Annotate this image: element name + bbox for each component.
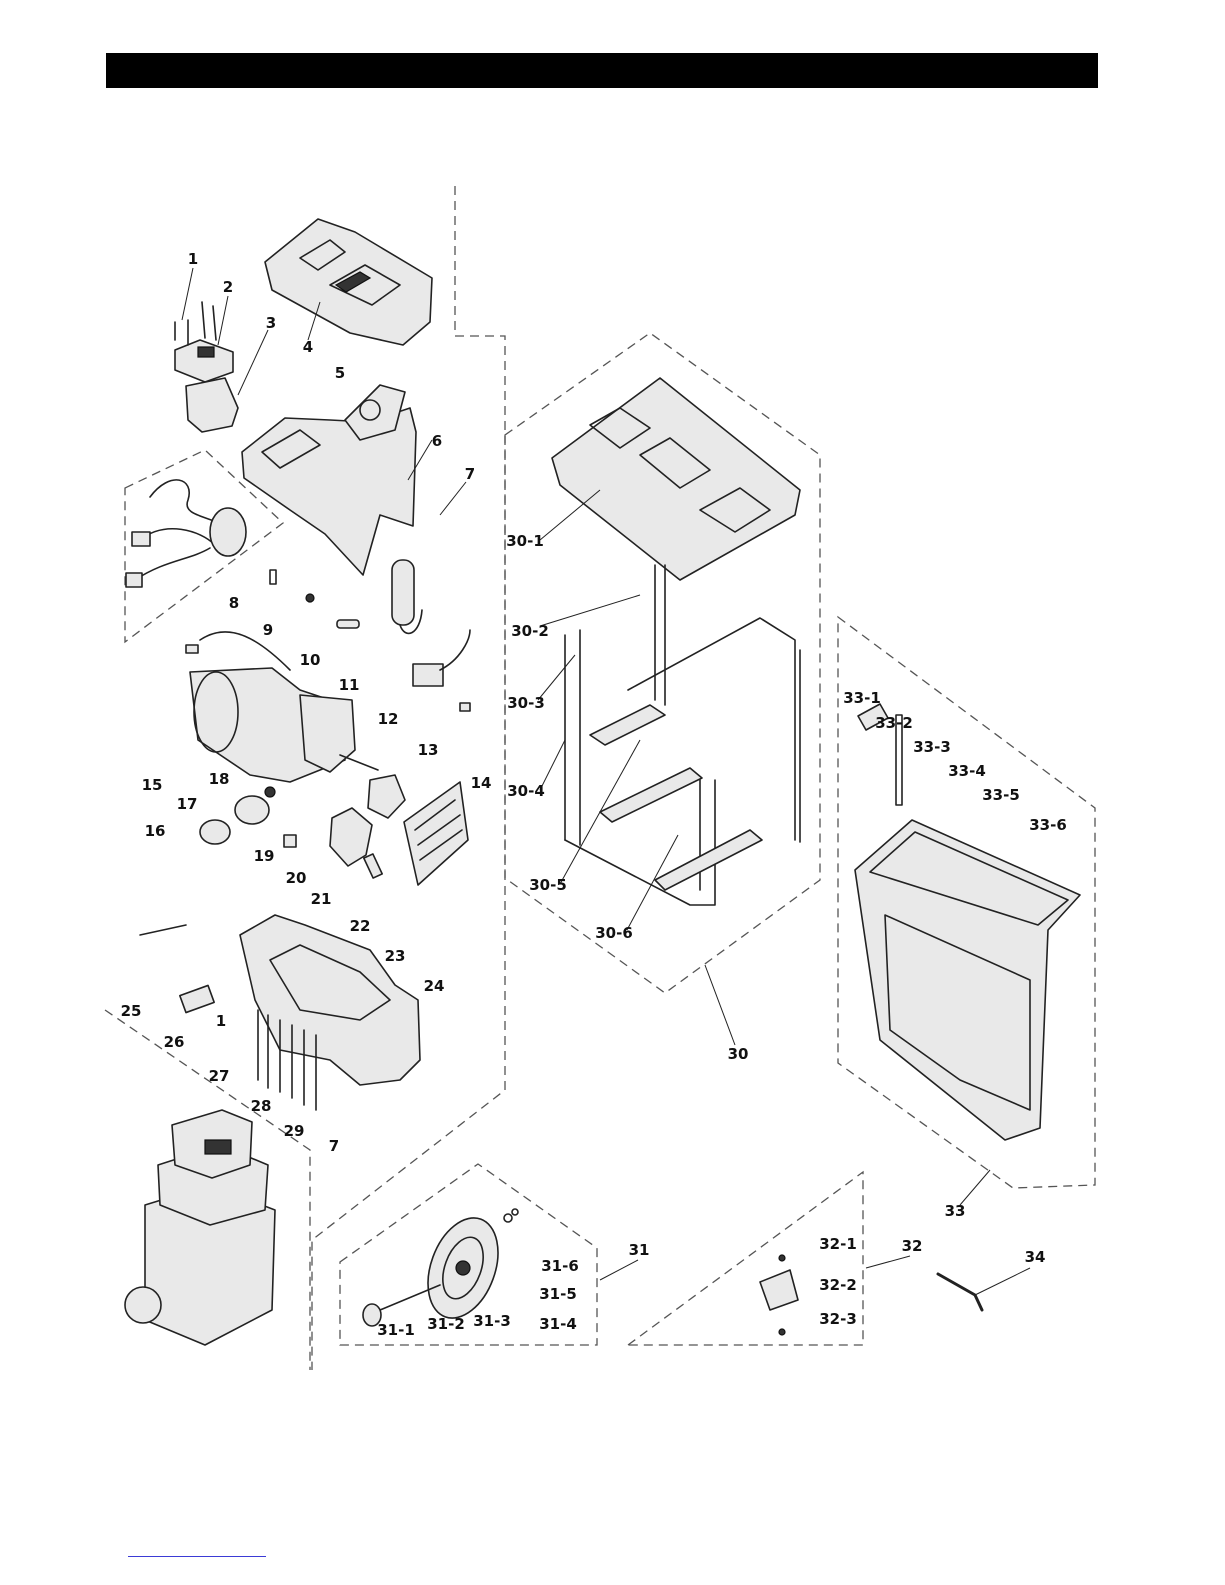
part-lower-housing <box>140 915 420 1110</box>
callout-label: 7 <box>465 465 475 483</box>
part-frame-stand <box>552 378 800 905</box>
footer-rule <box>128 1556 266 1557</box>
callout-label: 33-3 <box>913 738 951 756</box>
callout-label: 15 <box>142 776 163 794</box>
callout-label: 33-4 <box>948 762 986 780</box>
callout-label: 33 <box>945 1202 966 1220</box>
callout-label: 1 <box>188 250 198 268</box>
part-cutter-assembly <box>200 775 405 878</box>
callout-label: 13 <box>418 741 439 759</box>
callout-label: 23 <box>385 947 406 965</box>
part-grille-plate <box>404 782 468 885</box>
callout-label: 12 <box>378 710 399 728</box>
callout-label: 24 <box>424 977 445 995</box>
callout-label: 3 <box>266 314 276 332</box>
callout-label: 30-4 <box>507 782 545 800</box>
callout-label: 31 <box>629 1241 650 1259</box>
callout-label: 22 <box>350 917 371 935</box>
callout-label: 1 <box>216 1012 226 1030</box>
callout-label: 17 <box>177 795 198 813</box>
callout-label: 28 <box>251 1097 272 1115</box>
callout-label: 2 <box>223 278 233 296</box>
callout-label: 31-1 <box>377 1321 415 1339</box>
callout-label: 11 <box>339 676 360 694</box>
callout-label: 21 <box>311 890 332 908</box>
callout-label: 30-1 <box>506 532 544 550</box>
callout-label: 30-3 <box>507 694 545 712</box>
part-power-cable <box>126 480 246 587</box>
callout-label: 30-5 <box>529 876 567 894</box>
part-wheel-assembly <box>363 1208 518 1328</box>
callout-label: 30 <box>728 1045 749 1063</box>
callout-label: 32-2 <box>819 1276 857 1294</box>
callout-label: 33-1 <box>843 689 881 707</box>
callout-label: 7 <box>329 1137 339 1155</box>
callout-label: 32 <box>902 1237 923 1255</box>
callout-label: 8 <box>229 594 239 612</box>
part-top-cover <box>265 219 432 345</box>
callout-label: 9 <box>263 621 273 639</box>
part-bracket <box>760 1255 798 1335</box>
callout-label: 34 <box>1025 1248 1046 1266</box>
assembled-shredder-illustration <box>125 1110 275 1345</box>
callout-label: 32-1 <box>819 1235 857 1253</box>
callout-label: 30-6 <box>595 924 633 942</box>
callout-label: 30-2 <box>511 622 549 640</box>
callout-label: 33-5 <box>982 786 1020 804</box>
part-hopper-housing <box>242 385 416 575</box>
callout-label: 31-3 <box>473 1312 511 1330</box>
callout-label: 25 <box>121 1002 142 1020</box>
callout-label: 31-6 <box>541 1257 579 1275</box>
callout-label: 33-6 <box>1029 816 1067 834</box>
part-motor <box>186 632 378 782</box>
callout-label: 10 <box>300 651 321 669</box>
callout-label: 33-2 <box>875 714 913 732</box>
callout-label: 29 <box>284 1122 305 1140</box>
callout-label: 27 <box>209 1067 230 1085</box>
part-hex-key <box>938 1274 982 1310</box>
callout-label: 31-5 <box>539 1285 577 1303</box>
callout-label: 6 <box>432 432 442 450</box>
callout-label: 32-3 <box>819 1310 857 1328</box>
callout-label: 18 <box>209 770 230 788</box>
callout-label: 26 <box>164 1033 185 1051</box>
callout-label: 14 <box>471 774 492 792</box>
callout-label: 5 <box>335 364 345 382</box>
callout-label: 16 <box>145 822 166 840</box>
callout-label: 31-4 <box>539 1315 577 1333</box>
callout-label: 20 <box>286 869 307 887</box>
callout-label: 31-2 <box>427 1315 465 1333</box>
callout-label: 19 <box>254 847 275 865</box>
part-small-components <box>270 560 470 711</box>
part-switch-assembly <box>175 302 238 432</box>
callout-label: 4 <box>303 338 313 356</box>
